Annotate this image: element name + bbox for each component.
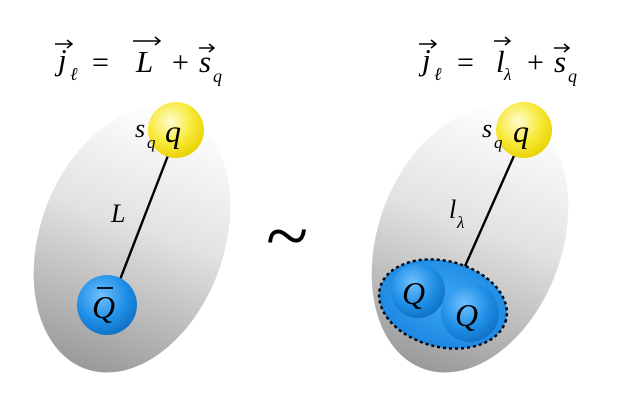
left-panel: j ℓ = L + s q q s q L Q [33, 36, 231, 373]
vector-arrow-icon [554, 43, 571, 53]
hadron-blob [33, 107, 231, 373]
heavy-quark-1 [391, 264, 445, 318]
right-eq-s-sub: q [568, 66, 577, 86]
left-eq-L: L [135, 44, 153, 79]
left-eq-s: s [199, 44, 211, 79]
light-quark [148, 102, 204, 158]
spin-label: s [482, 114, 492, 143]
right-eq-l: l [496, 44, 505, 79]
right-panel: j ℓ = l λ + s q q s q l λ Q Q [371, 36, 577, 373]
vector-arrow-icon [494, 36, 512, 46]
spin-label-sub: q [494, 133, 503, 152]
left-eq-s-sub: q [213, 66, 222, 86]
light-quark [496, 102, 552, 158]
similar-symbol: ~ [266, 192, 308, 279]
right-eq-j-sub: ℓ [434, 64, 442, 84]
link-label-sub: λ [456, 213, 464, 232]
spin-label-sub: q [147, 133, 156, 152]
vector-arrow-icon [199, 43, 216, 53]
spin-label: s [135, 114, 145, 143]
right-eq-plus: + [527, 46, 544, 79]
left-equation: j ℓ = L + s q [54, 36, 222, 86]
right-eq-j: j [418, 42, 431, 77]
right-equation: j ℓ = l λ + s q [418, 36, 577, 86]
string-line [456, 139, 523, 283]
vector-arrow-icon [419, 39, 438, 49]
antiquark-label: Q [92, 289, 115, 325]
link-label: L [110, 199, 125, 228]
hadron-blob [371, 107, 569, 373]
left-eq-equals: = [92, 46, 109, 79]
string-line [114, 139, 176, 291]
right-eq-equals: = [457, 46, 474, 79]
light-quark-label: q [165, 113, 181, 149]
left-eq-plus: + [172, 46, 189, 79]
light-quark-label: q [513, 113, 529, 149]
heavy-antiquark [77, 275, 137, 335]
vector-arrow-icon [55, 39, 74, 49]
left-eq-j-sub: ℓ [70, 64, 78, 84]
link-label: l [449, 195, 456, 224]
heavy-quark-2 [441, 284, 499, 342]
right-eq-s: s [554, 44, 566, 79]
heavy-quark-2-label: Q [455, 297, 478, 333]
vector-arrow-icon [133, 36, 162, 46]
left-eq-j: j [54, 42, 67, 77]
heavy-quark-1-label: Q [402, 275, 425, 311]
right-eq-l-sub: λ [503, 65, 511, 84]
